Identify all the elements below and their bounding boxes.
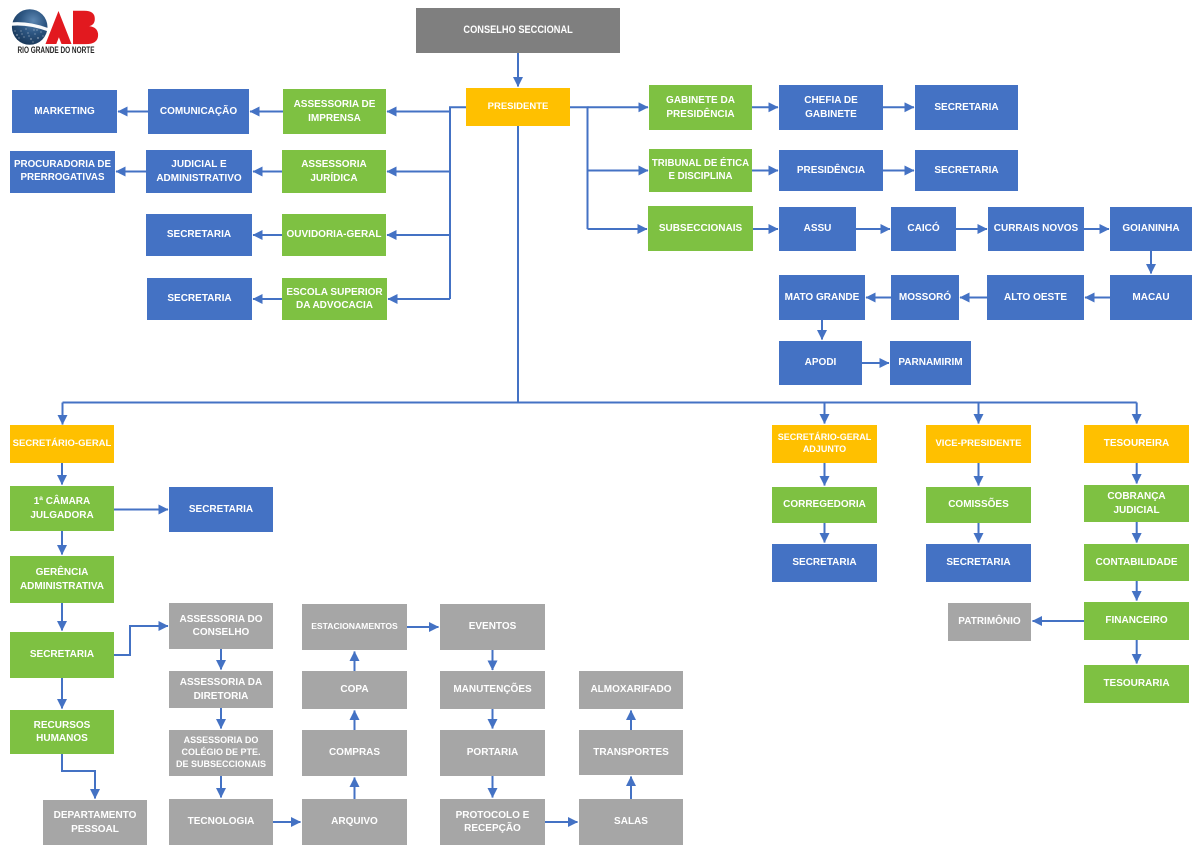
svg-text:RIO GRANDE DO NORTE: RIO GRANDE DO NORTE bbox=[18, 45, 95, 56]
